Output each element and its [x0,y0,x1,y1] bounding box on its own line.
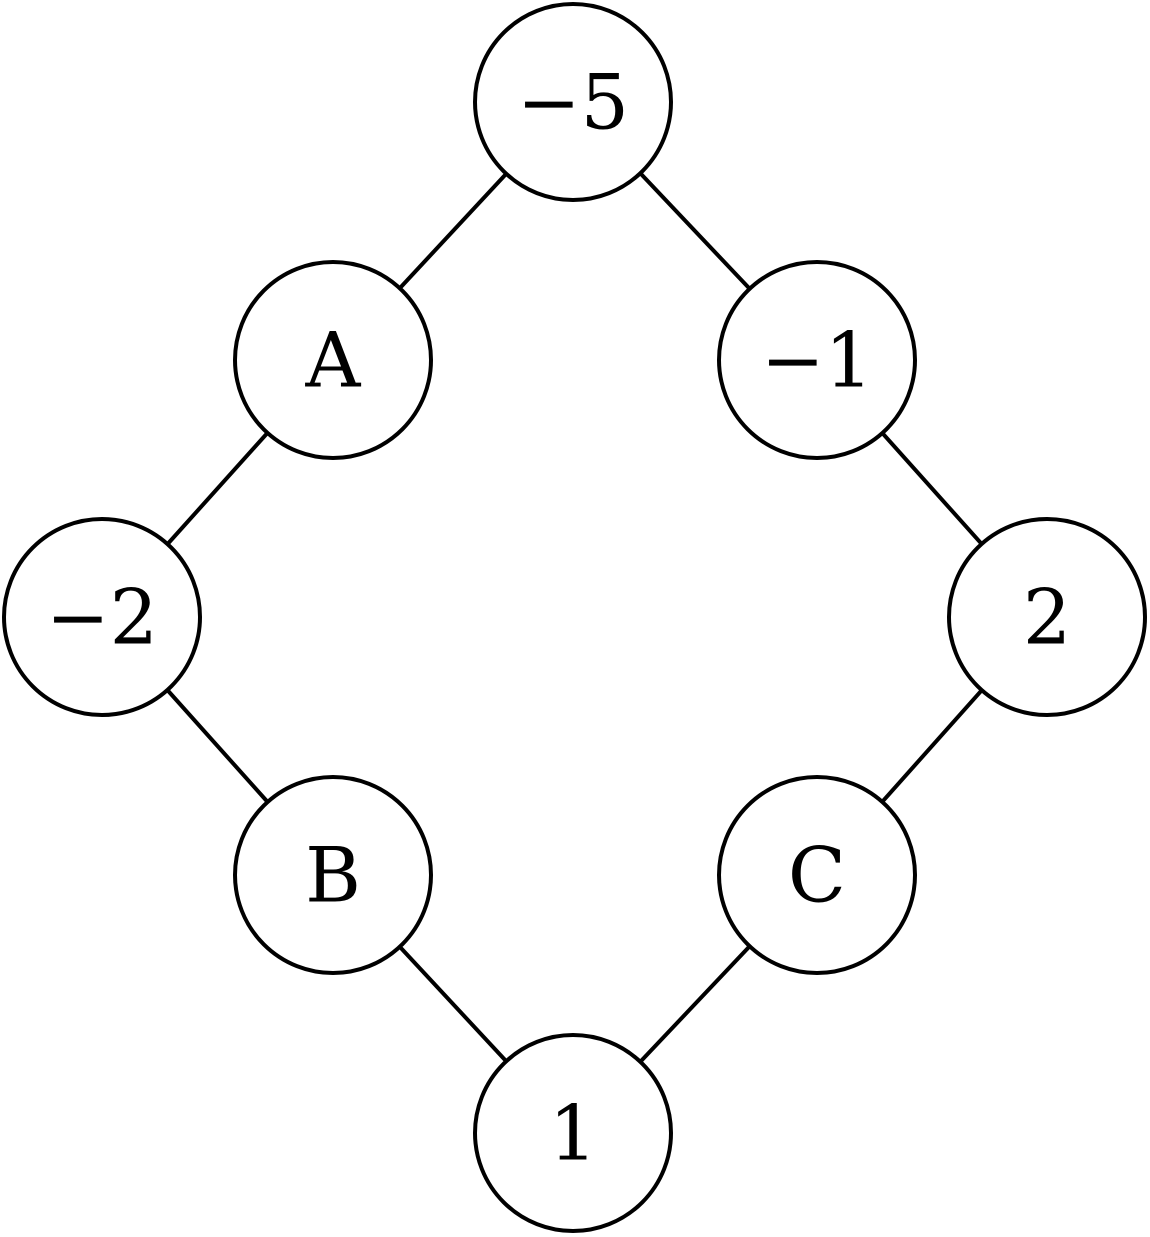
edge-a-left-middle [166,431,269,546]
node-label: −5 [517,58,629,147]
node-left-middle: −2 [2,517,202,717]
node-circle [473,2,673,202]
node-circle [473,1033,673,1233]
node-circle [717,260,917,460]
node-circle [2,517,202,717]
node-circle [233,260,433,460]
node-a: A [233,260,433,460]
edge-right-middle-c [880,688,984,804]
node-label: C [788,831,846,920]
node-label: B [305,831,361,920]
node-label: 2 [1023,573,1071,662]
node-bottom: 1 [473,1033,673,1233]
node-right-middle: 2 [947,517,1147,717]
node-circle [717,775,917,975]
node-label: 1 [549,1089,597,1178]
node-right-upper: −1 [717,260,917,460]
edges-layer [165,171,984,1064]
node-c: C [717,775,917,975]
edge-top-a [398,172,508,290]
edge-c-bottom [638,944,752,1064]
node-label: −1 [761,316,873,405]
edge-left-middle-b [165,688,270,804]
node-circle [947,517,1147,717]
node-label: −2 [46,573,158,662]
edge-top-right-upper [638,171,752,291]
node-top: −5 [473,2,673,202]
node-circle [233,775,433,975]
edge-right-upper-right-middle [880,431,984,546]
node-b: B [233,775,433,975]
edge-b-bottom [398,945,508,1063]
node-label: A [305,316,362,405]
